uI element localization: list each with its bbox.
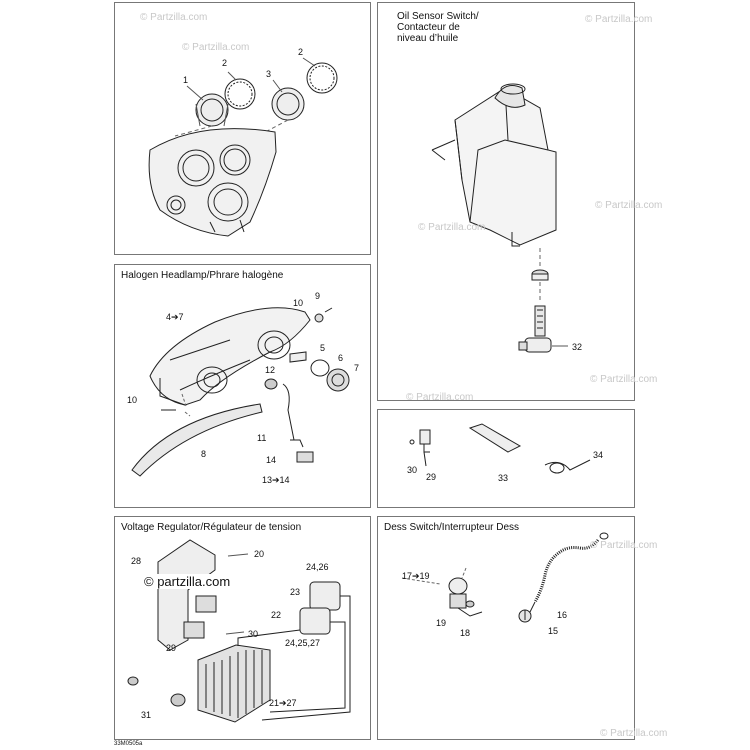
- gauge-bezel-2b: [306, 62, 338, 94]
- watermark: © Partzilla.com: [590, 540, 658, 551]
- callout-31: 31: [141, 710, 152, 720]
- dess-switch: [448, 577, 483, 617]
- callout-21-27: 21➔27: [269, 698, 297, 708]
- callout-16: 16: [557, 610, 568, 620]
- oil-sensor-title-line-3: niveau d’huile: [397, 33, 459, 44]
- watermark: © Partzilla.com: [182, 42, 250, 53]
- callout-24-26: 24,26: [306, 562, 329, 572]
- watermark: © Partzilla.com: [590, 374, 658, 385]
- callout-12: 12: [265, 365, 276, 375]
- callout-14: 14: [266, 455, 277, 465]
- callout-32: 32: [572, 342, 583, 352]
- callout-20: 20: [254, 549, 265, 559]
- oil-sensor-switch: [518, 305, 552, 353]
- callout-18: 18: [460, 628, 471, 638]
- watermark: © Partzilla.com: [140, 12, 208, 23]
- regulator-connectors: [237, 581, 351, 721]
- callout-10a: 10: [293, 298, 304, 308]
- callout-6: 6: [338, 353, 344, 363]
- watermark: © Partzilla.com: [595, 200, 663, 211]
- grommet: [531, 269, 549, 281]
- watermark: © Partzilla.com: [406, 392, 474, 403]
- callout-30b: 30: [248, 629, 259, 639]
- callout-23: 23: [290, 587, 301, 597]
- callout-28: 28: [131, 556, 142, 566]
- instrument-housing: [148, 128, 277, 237]
- regulator-bracket: [157, 539, 217, 651]
- callout-24-25-27: 24,25,27: [285, 638, 321, 648]
- document-code: 33M0505a: [114, 741, 143, 747]
- watermark: © Partzilla.com: [600, 728, 668, 739]
- callout-19: 19: [436, 618, 447, 628]
- callout-29a: 29: [426, 472, 437, 482]
- panel-dess: Dess Switch/Interrupteur Dess: [377, 516, 635, 740]
- oil-sensor-title-line-2: Contacteur de: [397, 22, 460, 33]
- callout-13-14: 13➔14: [262, 475, 290, 485]
- headlamp-housing: [149, 307, 311, 406]
- headlamp-trim-strip: [131, 403, 263, 477]
- callout-11: 11: [257, 433, 267, 443]
- callout-7: 7: [354, 363, 360, 373]
- callout-30a: 30: [407, 465, 418, 475]
- callout-2a: 2: [222, 58, 228, 68]
- regulator-title: Voltage Regulator/Régulateur de tension: [121, 522, 302, 533]
- gauge-bezel-2a: [224, 78, 256, 110]
- watermark: © Partzilla.com: [418, 222, 486, 233]
- gauge-ring-1: [195, 93, 229, 127]
- panel-misc: [377, 409, 635, 508]
- callout-34: 34: [593, 450, 604, 460]
- callout-29b: 29: [166, 643, 177, 653]
- oil-sensor-title: Oil Sensor Switch/ Contacteur de niveau …: [397, 11, 479, 44]
- oil-reservoir: [431, 83, 557, 247]
- watermark: © Partzilla.com: [585, 14, 653, 25]
- foam-strip: [468, 423, 522, 453]
- gauge-ring-3: [271, 87, 305, 121]
- callout-4-7: 4➔7: [166, 312, 184, 322]
- callout-17-19: 17➔19: [402, 571, 430, 581]
- callout-8: 8: [201, 449, 207, 459]
- callout-9: 9: [315, 291, 321, 301]
- callout-22: 22: [271, 610, 282, 620]
- headlamp-title: Halogen Headlamp/Phrare halogène: [121, 270, 284, 281]
- callout-33: 33: [498, 473, 509, 483]
- dess-title: Dess Switch/Interrupteur Dess: [384, 522, 520, 533]
- voltage-regulator: [127, 644, 271, 723]
- callout-2b: 2: [298, 47, 304, 57]
- safety-lanyard: [518, 532, 609, 623]
- callout-10b: 10: [127, 395, 138, 405]
- headlamp-parts: [161, 307, 350, 463]
- watermark-prominent: © partzilla.com: [142, 574, 233, 589]
- callout-15: 15: [548, 626, 559, 636]
- oil-sensor-title-line-1: Oil Sensor Switch/: [397, 11, 479, 22]
- callout-5: 5: [320, 343, 326, 353]
- cable-tie: [544, 459, 591, 474]
- callout-3: 3: [266, 69, 272, 79]
- clip-fastener: [409, 429, 431, 467]
- callout-1: 1: [183, 75, 189, 85]
